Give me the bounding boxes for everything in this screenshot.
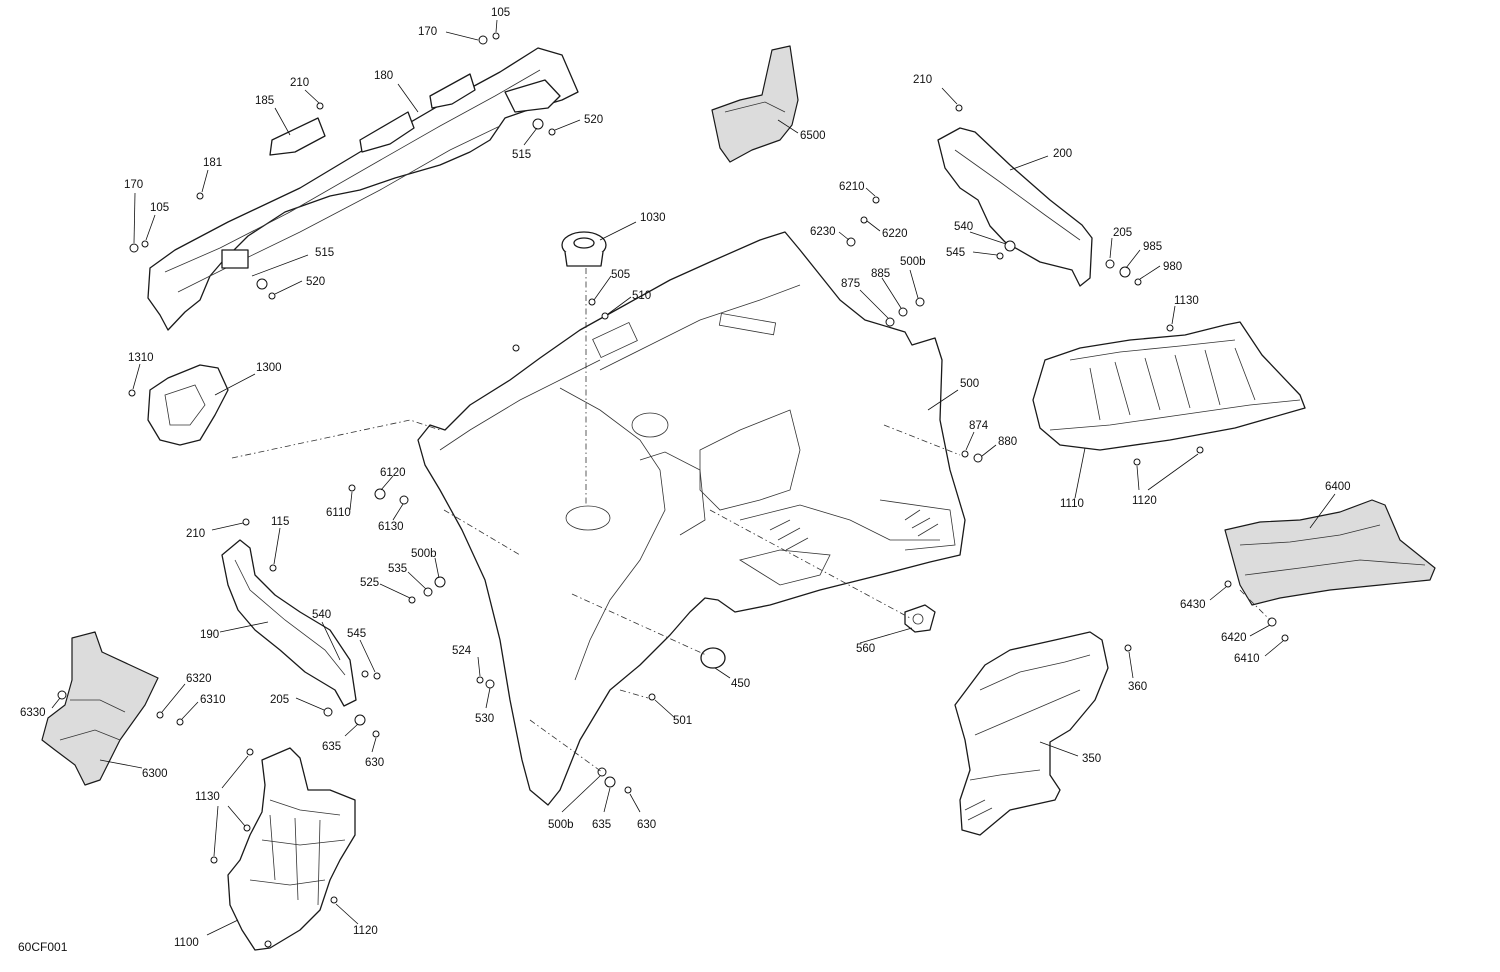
callout-label: 875 bbox=[841, 278, 860, 290]
callout-label: 1120 bbox=[353, 925, 378, 937]
callout-label: 6500 bbox=[800, 130, 826, 142]
callout-label: 524 bbox=[452, 645, 472, 657]
callout-label: 501 bbox=[673, 715, 692, 727]
callout-label: 525 bbox=[360, 577, 379, 589]
callout-label: 105 bbox=[491, 7, 510, 19]
part-panel-6400 bbox=[1224, 499, 1436, 606]
part-clip-560 bbox=[904, 604, 936, 633]
callout-label: 505 bbox=[611, 269, 630, 281]
callout-label: 545 bbox=[946, 247, 965, 259]
callout-label: 500b bbox=[411, 548, 437, 560]
callout-label: 885 bbox=[871, 268, 890, 280]
callout-label: 180 bbox=[374, 70, 393, 82]
part-plug-1030 bbox=[561, 231, 607, 267]
callout-label: 6430 bbox=[1180, 599, 1206, 611]
part-duct-1300 bbox=[147, 364, 229, 446]
callout-label: 6130 bbox=[378, 521, 404, 533]
part-panel-6300 bbox=[41, 631, 159, 786]
part-panel-6500 bbox=[711, 45, 799, 163]
callout-label: 1030 bbox=[640, 212, 666, 224]
callout-label: 6400 bbox=[1325, 481, 1351, 493]
leader-lines bbox=[51, 19, 1336, 936]
callout-label: 210 bbox=[186, 528, 205, 540]
callout-label: 190 bbox=[200, 629, 219, 641]
callout-label: 1130 bbox=[195, 791, 220, 803]
callout-label: 170 bbox=[418, 26, 437, 38]
callout-label: 500b bbox=[548, 819, 574, 831]
callout-label: 170 bbox=[124, 179, 143, 191]
callout-label: 500b bbox=[900, 256, 926, 268]
callout-labels: 105 170 180 210 185 520 515 181 170 105 … bbox=[20, 7, 1351, 949]
callout-label: 1310 bbox=[128, 352, 154, 364]
callout-label: 6330 bbox=[20, 707, 46, 719]
callout-label: 515 bbox=[512, 149, 531, 161]
part-panel-350 bbox=[954, 631, 1109, 836]
callout-label: 545 bbox=[347, 628, 366, 640]
callout-label: 6320 bbox=[186, 673, 212, 685]
callout-label: 6300 bbox=[142, 768, 168, 780]
part-fairing-1100 bbox=[227, 747, 356, 951]
callout-label: 635 bbox=[322, 741, 341, 753]
callout-label: 200 bbox=[1053, 148, 1072, 160]
callout-label: 880 bbox=[998, 436, 1017, 448]
callout-label: 520 bbox=[306, 276, 325, 288]
part-main-tub-500 bbox=[417, 231, 966, 806]
callout-label: 6220 bbox=[882, 228, 908, 240]
hardware-layer bbox=[57, 32, 1289, 948]
callout-label: 985 bbox=[1143, 241, 1162, 253]
callout-label: 515 bbox=[315, 247, 334, 259]
callout-label: 630 bbox=[365, 757, 384, 769]
callout-label: 1120 bbox=[1132, 495, 1157, 507]
callout-label: 535 bbox=[388, 563, 407, 575]
center-lines bbox=[231, 268, 1271, 773]
callout-label: 115 bbox=[271, 516, 289, 528]
callout-label: 1110 bbox=[1060, 498, 1084, 510]
callout-label: 1130 bbox=[1174, 295, 1199, 307]
callout-label: 205 bbox=[1113, 227, 1132, 239]
callout-label: 185 bbox=[255, 95, 274, 107]
callout-label: 1300 bbox=[256, 362, 282, 374]
callout-label: 510 bbox=[632, 290, 651, 302]
part-fairing-1110 bbox=[1032, 321, 1306, 451]
drawing-code: 60CF001 bbox=[18, 940, 68, 954]
callout-label: 205 bbox=[270, 694, 289, 706]
callout-label: 210 bbox=[913, 74, 932, 86]
part-plug-450 bbox=[700, 647, 726, 669]
callout-label: 874 bbox=[969, 420, 989, 432]
callout-label: 6310 bbox=[200, 694, 226, 706]
parts-layer bbox=[41, 45, 1436, 951]
part-bracket-200 bbox=[937, 127, 1093, 287]
callout-label: 210 bbox=[290, 77, 309, 89]
callout-label: 6230 bbox=[810, 226, 836, 238]
callout-label: 530 bbox=[475, 713, 494, 725]
callout-label: 635 bbox=[592, 819, 611, 831]
callout-label: 6420 bbox=[1221, 632, 1247, 644]
callout-label: 360 bbox=[1128, 681, 1147, 693]
part-bracket-190 bbox=[221, 539, 357, 707]
part-upper-rail bbox=[147, 47, 579, 331]
callout-label: 450 bbox=[731, 678, 750, 690]
callout-label: 350 bbox=[1082, 753, 1101, 765]
callout-label: 105 bbox=[150, 202, 169, 214]
callout-label: 6120 bbox=[380, 467, 406, 479]
callout-label: 500 bbox=[960, 378, 979, 390]
callout-label: 181 bbox=[203, 157, 222, 169]
callout-label: 6410 bbox=[1234, 653, 1260, 665]
callout-label: 520 bbox=[584, 114, 603, 126]
callout-label: 540 bbox=[312, 609, 331, 621]
callout-label: 1100 bbox=[174, 937, 199, 949]
callout-label: 6210 bbox=[839, 181, 865, 193]
callout-label: 630 bbox=[637, 819, 656, 831]
callout-label: 980 bbox=[1163, 261, 1182, 273]
callout-label: 560 bbox=[856, 643, 875, 655]
callout-label: 6110 bbox=[326, 507, 351, 519]
callout-label: 540 bbox=[954, 221, 973, 233]
